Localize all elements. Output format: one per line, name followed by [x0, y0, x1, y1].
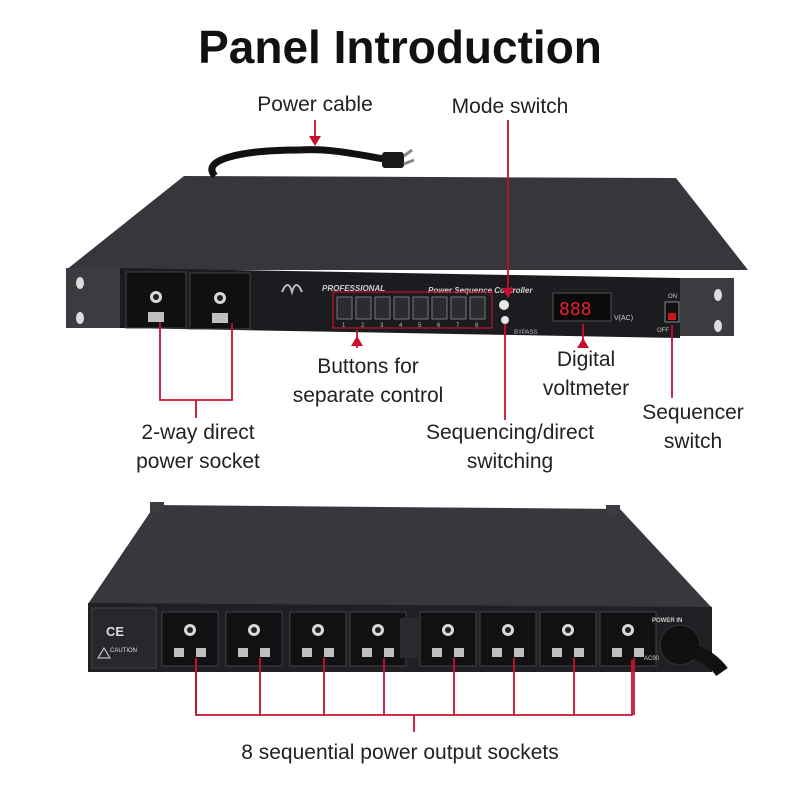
- voltmeter-digits: 888: [559, 299, 592, 320]
- front-unit-top: [66, 176, 748, 270]
- callout-direct-sockets: [159, 322, 233, 401]
- label-output-sockets: 8 sequential power output sockets: [241, 741, 559, 764]
- control-button-number: 6: [437, 323, 441, 329]
- label-sequencer: Sequencer switch: [628, 398, 758, 456]
- label-buttons-line2: separate control: [292, 384, 444, 407]
- output-socket-6: [479, 611, 537, 667]
- label-voltmeter: Digital voltmeter: [530, 345, 642, 403]
- control-button-5: [412, 296, 429, 320]
- rear-sockets: [161, 611, 657, 667]
- label-direct-sockets-line2: power socket: [136, 450, 260, 473]
- control-button-number: 1: [342, 323, 346, 329]
- output-socket-5: [419, 611, 477, 667]
- label-sequencer-line2: switch: [663, 430, 723, 453]
- callout-arrowheads: [309, 136, 589, 348]
- rear-unit-top: [88, 505, 712, 608]
- label-seq-direct: Sequencing/direct switching: [408, 418, 612, 476]
- output-socket-2: [225, 611, 283, 667]
- label-seq-direct-line1: Sequencing/direct: [425, 421, 595, 444]
- front-buttons: 1 2 3 4 5 6 7 8: [336, 296, 486, 329]
- label-direct-sockets: 2-way direct power socket: [118, 418, 278, 476]
- callout-lines: [159, 120, 673, 732]
- control-button-number: 8: [475, 323, 479, 329]
- switch-off-text: OFF: [657, 328, 669, 334]
- voltmeter-display: [552, 292, 612, 322]
- label-power-cable: Power cable: [257, 93, 373, 116]
- switch-on-text: ON: [668, 294, 677, 300]
- output-socket-8: [599, 611, 657, 667]
- power-plug: [382, 152, 404, 168]
- control-button-3: [374, 296, 391, 320]
- rear-unit: CE CAUTION POWER IN AC90: [88, 502, 728, 677]
- rear-caution-text: CAUTION: [110, 648, 137, 654]
- label-direct-sockets-line1: 2-way direct: [141, 421, 255, 444]
- control-button-number: 3: [380, 323, 384, 329]
- sequencing-direct-knob: [501, 316, 509, 324]
- control-button-4: [393, 296, 410, 320]
- power-cable: [208, 146, 301, 179]
- front-unit: PROFESSIONAL Power Sequence Controller 1…: [66, 146, 748, 338]
- rear-power-in-text: POWER IN: [652, 618, 682, 624]
- page-title: Panel Introduction: [198, 21, 602, 73]
- label-mode-switch: Mode switch: [451, 95, 569, 118]
- rear-mid-markings: [400, 618, 418, 658]
- voltmeter-unit: V(AC): [614, 315, 633, 322]
- output-socket-3: [289, 611, 347, 667]
- bypass-text: BYPASS: [514, 330, 538, 336]
- label-buttons-line1: Buttons for: [317, 355, 419, 378]
- control-button-number: 7: [456, 323, 460, 329]
- label-sequencer-line1: Sequencer: [642, 401, 744, 424]
- output-socket-7: [539, 611, 597, 667]
- label-voltmeter-line2: voltmeter: [542, 377, 630, 400]
- control-button-1: [336, 296, 353, 320]
- ce-mark: CE: [106, 624, 124, 639]
- brand-logo: [281, 284, 303, 296]
- panel-brand-text: PROFESSIONAL: [322, 284, 385, 293]
- label-voltmeter-line1: Digital: [556, 348, 616, 371]
- output-socket-4: [349, 611, 407, 667]
- control-button-7: [450, 296, 467, 320]
- control-button-2: [355, 296, 372, 320]
- label-buttons: Buttons for separate control: [270, 352, 466, 410]
- rack-ear-right: [676, 278, 734, 336]
- mode-switch-knob: [499, 300, 509, 310]
- label-seq-direct-line2: switching: [466, 450, 554, 473]
- rear-power-cable: [687, 643, 728, 677]
- panel-model-text: Power Sequence Controller: [428, 286, 533, 295]
- control-button-number: 5: [418, 323, 422, 329]
- callout-buttons-box: [332, 291, 493, 329]
- rear-ac-text: AC90: [644, 656, 660, 662]
- output-socket-1: [161, 611, 219, 667]
- rack-ear-left: [66, 268, 122, 328]
- control-button-6: [431, 296, 448, 320]
- control-button-number: 4: [399, 323, 403, 329]
- control-button-8: [469, 296, 486, 320]
- control-button-number: 2: [361, 323, 365, 329]
